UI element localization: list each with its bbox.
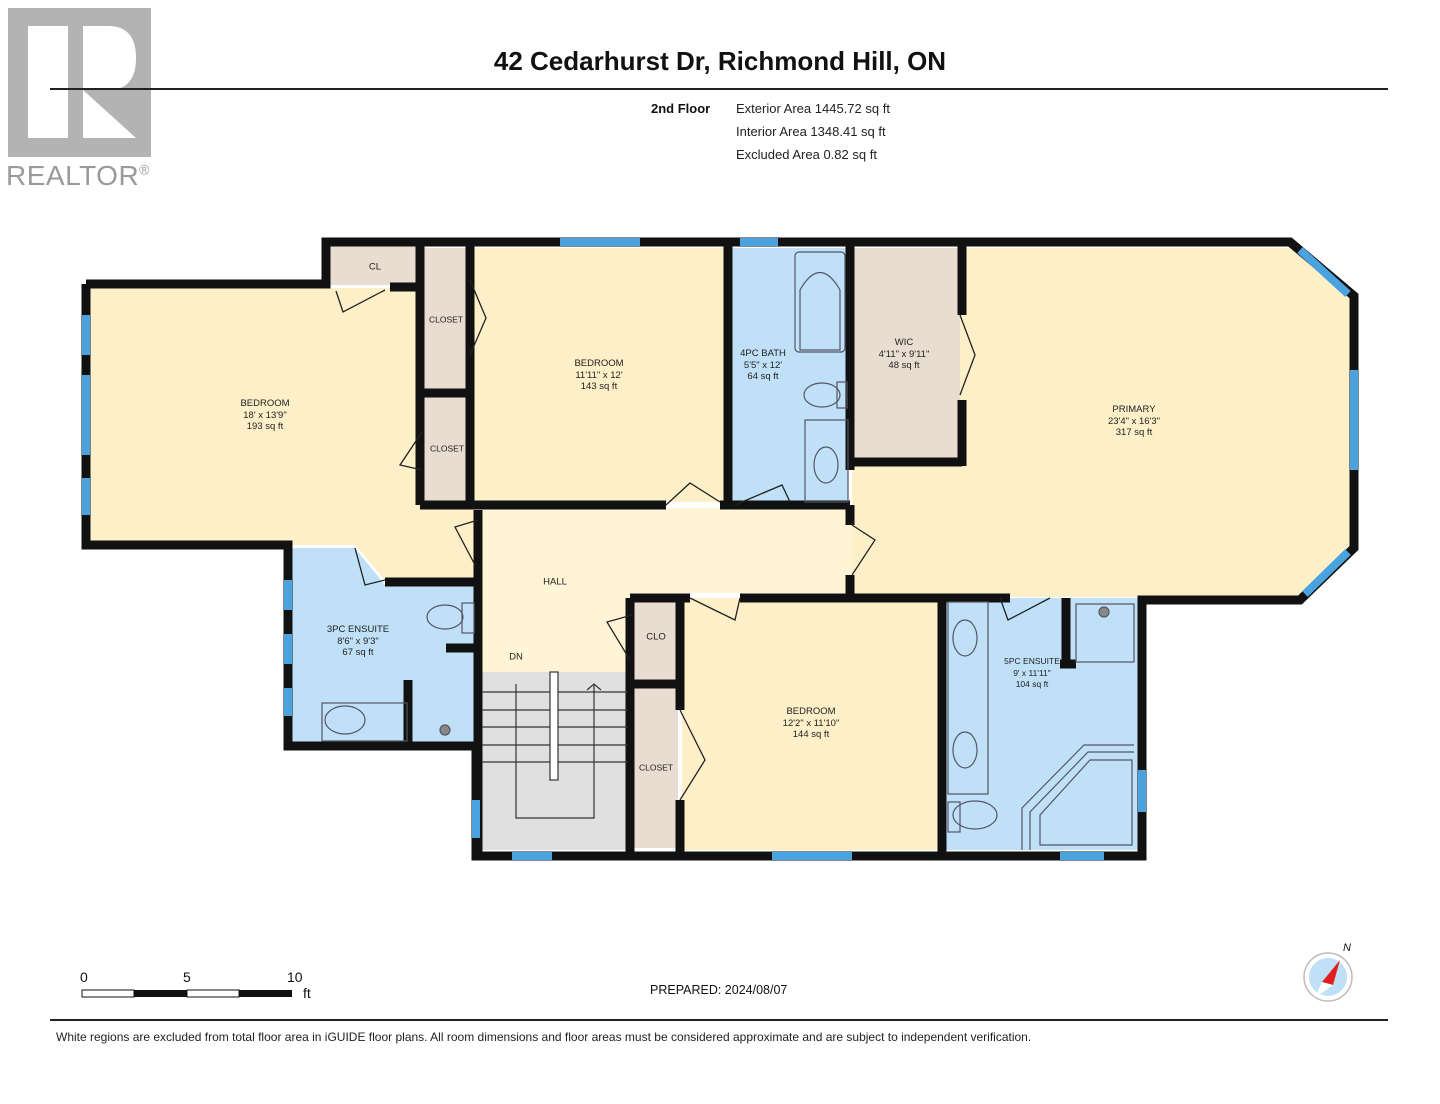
excluded-area: Excluded Area 0.82 sq ft — [736, 147, 877, 162]
fixtures — [321, 251, 1135, 850]
scale-tick-10: 10 — [287, 969, 303, 985]
realtor-wordmark: REALTOR® — [6, 160, 150, 191]
compass-icon — [1303, 952, 1353, 1002]
realtor-logo — [8, 8, 151, 157]
interior-area: Interior Area 1348.41 sq ft — [736, 124, 886, 139]
realtor-r-logo-icon — [28, 26, 136, 138]
floor-label: 2nd Floor — [651, 101, 711, 116]
space-clo: CLO — [646, 631, 666, 643]
header-divider — [50, 88, 1388, 90]
space-closet-bottom: CLOSET — [638, 762, 674, 773]
doors — [335, 279, 1051, 801]
stairs-down-label: DN — [509, 651, 523, 663]
windows — [82, 238, 1358, 860]
space-closet-lower: CLOSET — [429, 443, 465, 454]
page-title: 42 Cedarhurst Dr, Richmond Hill, ON — [493, 46, 947, 76]
space-closet-upper: CLOSET — [428, 314, 464, 325]
exterior-area: Exterior Area 1445.72 sq ft — [736, 101, 890, 116]
prepared-date: PREPARED: 2024/08/07 — [650, 983, 788, 997]
scale-tick-5: 5 — [183, 969, 191, 985]
compass-north-label: N — [1343, 942, 1351, 954]
space-cl: CL — [368, 261, 382, 273]
scale-bar — [81, 989, 292, 998]
scale-unit: ft — [303, 985, 311, 1001]
space-hall: HALL — [543, 576, 567, 588]
staircase — [482, 671, 628, 819]
scale-tick-0: 0 — [80, 969, 88, 985]
room-fills — [90, 245, 1352, 850]
walls — [81, 237, 1359, 861]
disclaimer: White regions are excluded from total fl… — [56, 1030, 1032, 1044]
